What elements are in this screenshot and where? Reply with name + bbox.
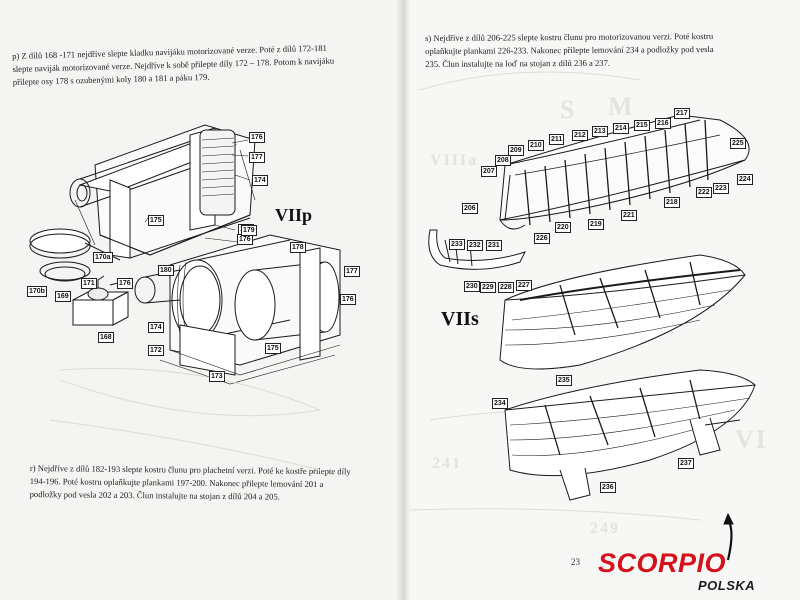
part-label: 208	[495, 155, 511, 166]
part-label: 216	[655, 118, 671, 129]
part-label: 210	[528, 140, 544, 151]
boat-on-stand-drawing	[504, 369, 756, 501]
part-label: 207	[481, 166, 497, 177]
part-label: 170b	[27, 286, 47, 297]
part-label: 215	[634, 120, 650, 131]
part-label: 229	[480, 282, 496, 293]
part-label: 211	[549, 134, 565, 145]
part-label: 173	[209, 371, 225, 382]
gear-block-drawing	[72, 275, 131, 326]
ghost-text: M	[608, 92, 635, 121]
part-label: 234	[492, 398, 508, 409]
part-label: 212	[572, 130, 588, 141]
part-label: 177	[249, 152, 265, 163]
part-label: 232	[467, 240, 483, 251]
part-label: 217	[674, 108, 690, 119]
part-label: 179	[241, 225, 257, 236]
pulley-drawing	[29, 228, 121, 282]
part-label: 236	[600, 482, 616, 493]
scorpio-logo: SCORPIO POLSKA	[598, 548, 755, 593]
part-label: 235	[556, 375, 572, 386]
part-label: 172	[148, 345, 164, 356]
section-title-viis: VIIs	[441, 308, 479, 330]
part-label: 214	[613, 123, 629, 134]
winch-upper-drawing	[69, 124, 256, 259]
part-label: 171	[81, 278, 97, 289]
part-label: 174	[252, 175, 268, 186]
part-label: 170a	[93, 252, 113, 263]
part-label: 219	[588, 219, 604, 230]
part-label: 178	[290, 242, 306, 253]
part-label: 168	[98, 332, 114, 343]
planked-boat-drawing	[499, 254, 746, 370]
ghost-text: 241	[432, 455, 462, 472]
part-label: 233	[449, 239, 465, 250]
part-label: 213	[592, 126, 608, 137]
part-label: 175	[148, 215, 164, 226]
ghost-text: 249	[590, 520, 620, 537]
part-label: 176	[249, 132, 265, 143]
page-number: 23	[571, 557, 580, 567]
part-label: 221	[621, 210, 637, 221]
part-label: 224	[737, 174, 753, 185]
part-label: 206	[462, 203, 478, 214]
ghost-text: S	[560, 95, 577, 124]
part-label: 169	[55, 291, 71, 302]
part-label: 227	[516, 280, 532, 291]
part-label: 226	[534, 233, 550, 244]
part-label: 223	[713, 183, 729, 194]
part-label: 231	[486, 240, 502, 251]
part-label: 176	[340, 294, 356, 305]
part-label: 228	[498, 282, 514, 293]
part-label: 225	[730, 138, 746, 149]
part-label: 180	[158, 265, 174, 276]
logo-subtext: POLSKA	[698, 578, 756, 593]
part-label: 209	[508, 145, 524, 156]
part-label: 220	[555, 222, 571, 233]
section-title-viip: VIIp	[275, 205, 313, 225]
part-label: 177	[344, 266, 360, 277]
logo-text: SCORPIO	[598, 548, 727, 578]
winch-lower-drawing	[134, 234, 341, 385]
ghost-text: VIIIa	[430, 152, 479, 169]
part-label: 230	[464, 281, 480, 292]
part-label: 174	[148, 322, 164, 333]
part-label: 218	[664, 197, 680, 208]
part-label: 222	[696, 187, 712, 198]
boat-frame-drawing	[499, 114, 750, 230]
ghost-text: VI	[735, 425, 768, 454]
book-gutter	[396, 0, 410, 600]
part-label: 237	[678, 458, 694, 469]
part-label: 176	[117, 278, 133, 289]
part-label: 175	[265, 343, 281, 354]
